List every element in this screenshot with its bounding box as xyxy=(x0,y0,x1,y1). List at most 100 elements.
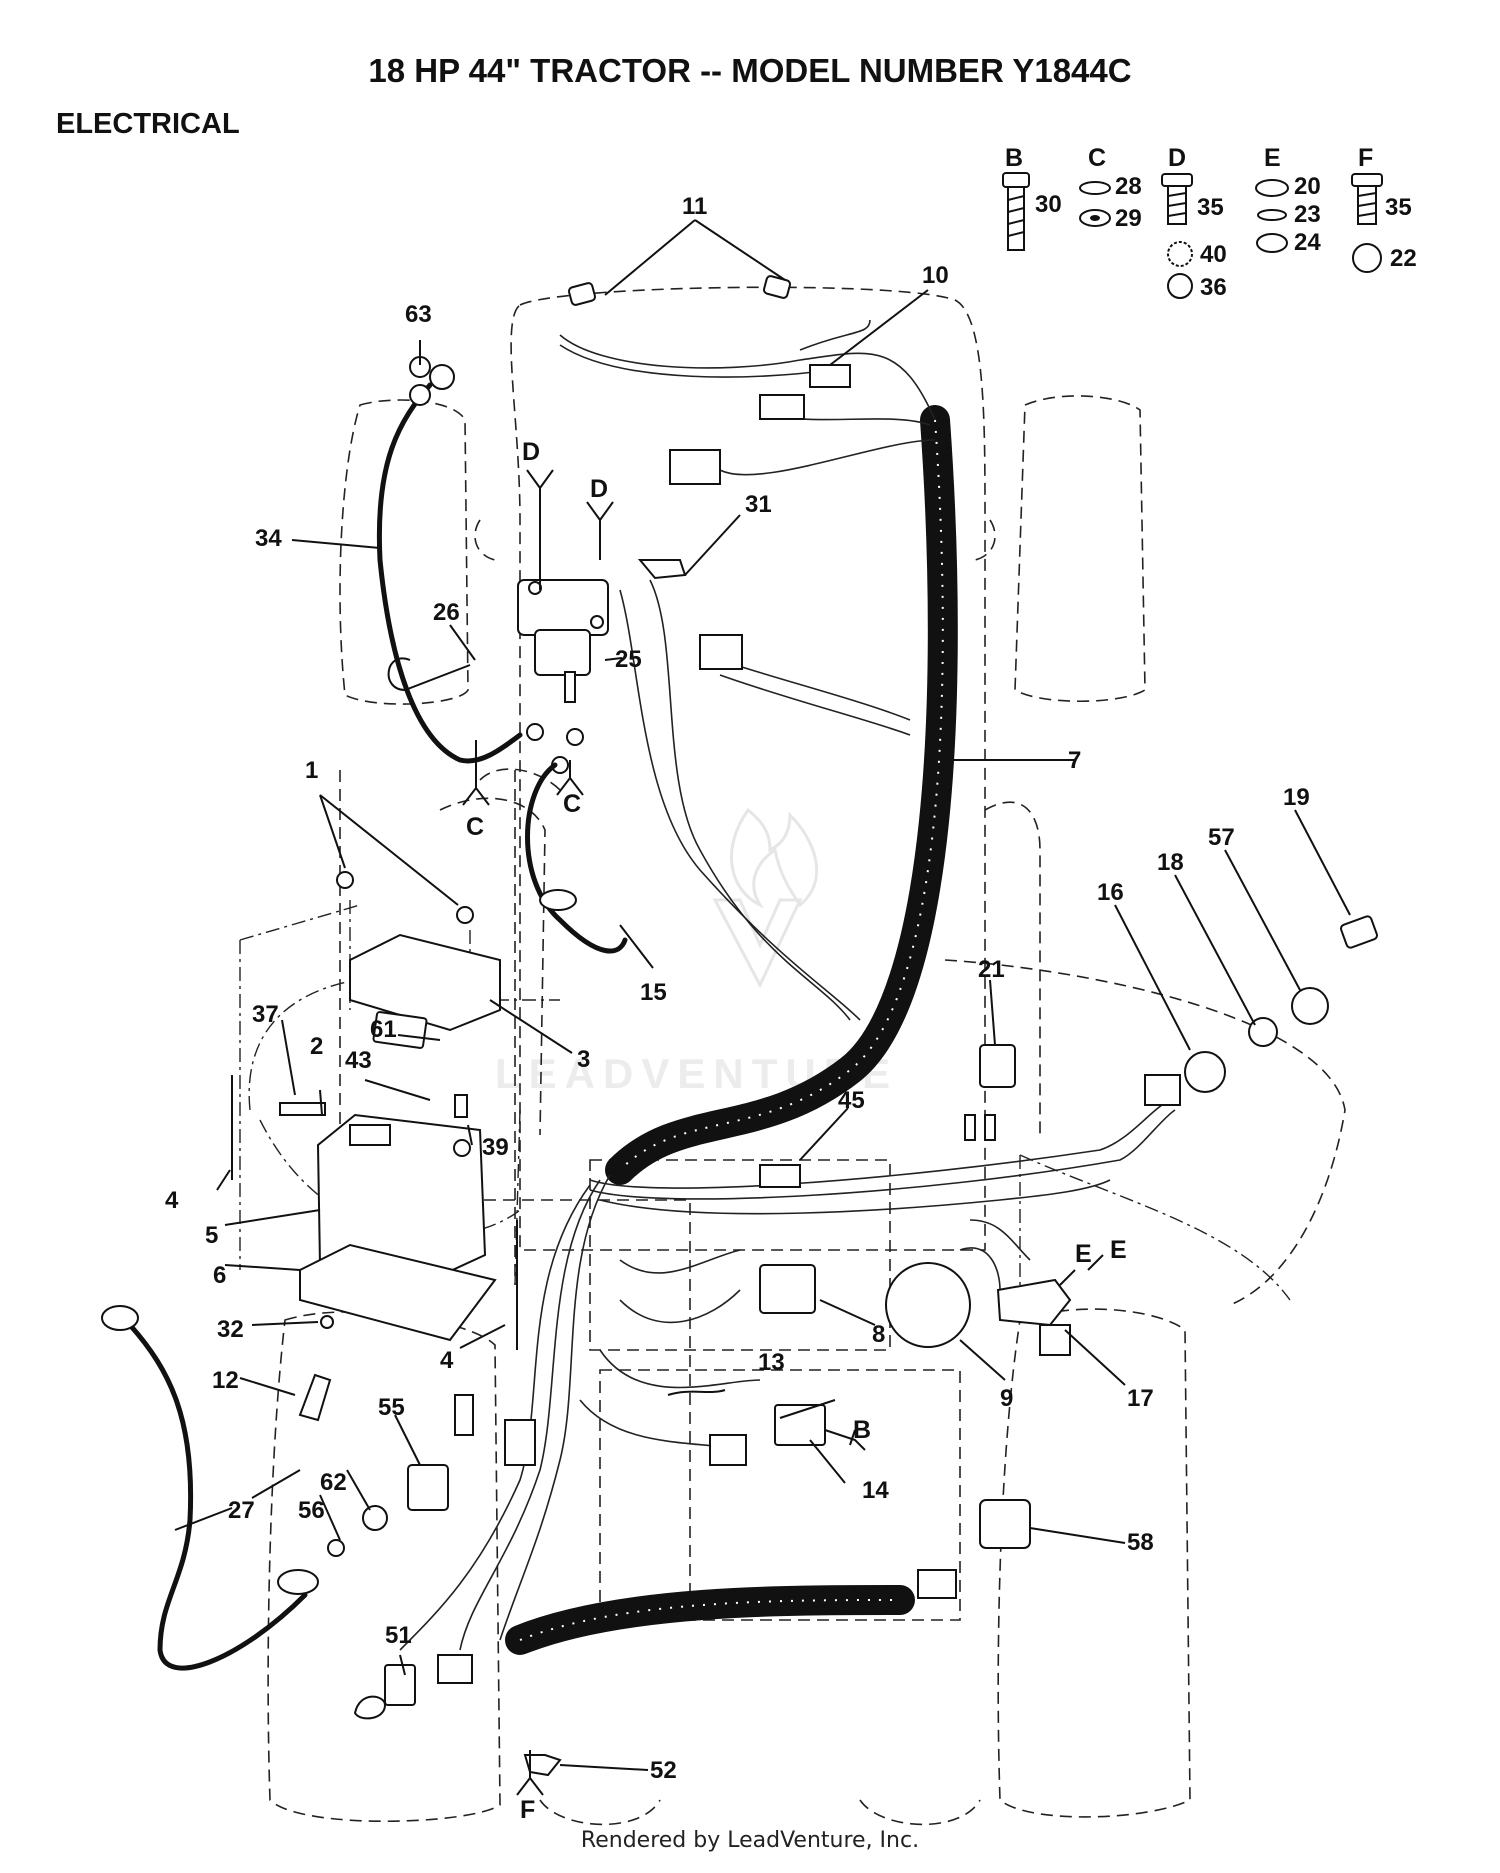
battery-nut-39 xyxy=(454,1094,468,1118)
harness-plug-seat xyxy=(699,634,743,670)
callout-52: 52 xyxy=(650,1757,677,1784)
callout-3: 3 xyxy=(577,1046,590,1073)
harness-connector-front xyxy=(809,364,851,388)
ref-letter-f-1: F xyxy=(520,1796,535,1824)
solenoid-boot xyxy=(387,657,471,692)
callout-32: 32 xyxy=(217,1316,244,1343)
legend-part-20: 20 xyxy=(1294,173,1321,200)
meter-bracket-17 xyxy=(996,1278,1072,1327)
headlight-right xyxy=(762,275,792,299)
callout-4-right: 4 xyxy=(440,1347,454,1374)
battery-cable-positive xyxy=(376,382,523,764)
hardware-ref-arrows xyxy=(462,469,1104,1796)
harness-plug-multi xyxy=(669,449,721,485)
hardware-legend: B C D E F 30 28 29 35 40 36 20 23 24 35 … xyxy=(1002,144,1417,301)
ignition-plug xyxy=(1144,1074,1181,1106)
legend-part-24: 24 xyxy=(1294,229,1321,256)
ground-wire-terminal xyxy=(637,559,687,580)
ignition-nut xyxy=(1248,1017,1278,1047)
battery-terminal xyxy=(453,1139,471,1157)
relay xyxy=(759,1264,816,1314)
coil-conduit-upper xyxy=(605,405,958,1185)
legend-part-40: 40 xyxy=(1200,241,1227,268)
starter-solenoid-group xyxy=(387,559,687,774)
callout-26: 26 xyxy=(433,599,460,626)
cable-ring-terminal xyxy=(539,889,577,911)
callout-43: 43 xyxy=(345,1047,372,1074)
tube-clamp xyxy=(320,1315,334,1329)
battery-cable-solenoid xyxy=(525,762,628,954)
cable-ring-terminal xyxy=(409,384,431,406)
hour-meter-gauge xyxy=(885,1262,971,1348)
callout-25: 25 xyxy=(615,646,642,673)
starter-solenoid xyxy=(534,629,591,676)
battery-cap xyxy=(349,1124,391,1146)
callout-37: 37 xyxy=(252,1001,279,1028)
callout-18: 18 xyxy=(1157,849,1184,876)
callout-51: 51 xyxy=(385,1622,412,1649)
switch-washer-62 xyxy=(362,1505,388,1531)
ref-letter-b-1: B xyxy=(853,1416,871,1444)
callout-61: 61 xyxy=(370,1016,397,1043)
ref-letter-d-2: D xyxy=(590,475,608,503)
coil-ribbing-lower xyxy=(519,1599,901,1641)
fuse-13 xyxy=(667,1389,726,1396)
legend-letter-e: E xyxy=(1264,144,1281,172)
ground-eyelet xyxy=(353,1695,387,1720)
battery-group xyxy=(231,871,518,1422)
callout-17: 17 xyxy=(1127,1385,1154,1412)
callout-leader-lines xyxy=(174,219,1351,1771)
legend-hardware-f xyxy=(1351,173,1383,273)
harness-connector-dash xyxy=(759,394,805,420)
callout-13: 13 xyxy=(758,1349,785,1376)
headlight-left xyxy=(567,282,597,306)
ground-clip-51 xyxy=(384,1664,416,1706)
callout-21: 21 xyxy=(978,956,1005,983)
cable-ring-terminal xyxy=(429,364,455,390)
harness-connector-left-2 xyxy=(504,1419,536,1466)
legend-part-28: 28 xyxy=(1115,173,1142,200)
battery-tray xyxy=(299,1243,497,1342)
callout-16: 16 xyxy=(1097,879,1124,906)
legend-part-35-d: 35 xyxy=(1197,194,1224,221)
dash-components xyxy=(327,915,1379,1777)
callout-11: 11 xyxy=(682,193,707,220)
reverse-switch-58 xyxy=(979,1499,1031,1549)
rear-connector xyxy=(437,1654,473,1684)
callout-57: 57 xyxy=(1208,824,1235,851)
callout-6: 6 xyxy=(213,1262,226,1289)
hardware-ref-letters: D D C C B E E F xyxy=(466,438,1127,1824)
legend-washers-c xyxy=(1079,181,1111,227)
legend-hardware-d xyxy=(1161,173,1193,299)
ignition-bezel xyxy=(1291,987,1329,1025)
ref-letter-c-1: C xyxy=(466,813,484,841)
ignition-switch xyxy=(1184,1051,1226,1093)
pto-switch-55 xyxy=(407,1464,449,1511)
cable-ring-terminal xyxy=(277,1569,319,1595)
terminal-washer xyxy=(566,728,584,746)
callout-1: 1 xyxy=(305,757,318,784)
ignition-key xyxy=(1339,915,1379,949)
harness-connector-lower xyxy=(709,1434,747,1466)
callout-56: 56 xyxy=(298,1497,325,1524)
switch-nut-56 xyxy=(327,1539,345,1557)
callout-34: 34 xyxy=(255,525,282,552)
callout-5: 5 xyxy=(205,1222,218,1249)
legend-washers-e xyxy=(1255,179,1289,253)
ref-letter-e-2: E xyxy=(1110,1236,1127,1264)
battery-fuse-cover xyxy=(372,1011,428,1049)
callout-14: 14 xyxy=(862,1477,889,1504)
legend-bolt-b xyxy=(1002,172,1030,251)
ref-letter-e-1: E xyxy=(1075,1240,1092,1268)
callout-15: 15 xyxy=(640,979,667,1006)
callout-62: 62 xyxy=(320,1469,347,1496)
render-credit: Rendered by LeadVenture, Inc. xyxy=(580,1828,920,1853)
legend-part-23: 23 xyxy=(1294,201,1321,228)
legend-letter-f: F xyxy=(1358,144,1373,172)
solenoid-mount-hole xyxy=(590,615,604,629)
callout-27: 27 xyxy=(228,1497,255,1524)
callout-2: 2 xyxy=(310,1033,323,1060)
callout-8: 8 xyxy=(872,1321,885,1348)
